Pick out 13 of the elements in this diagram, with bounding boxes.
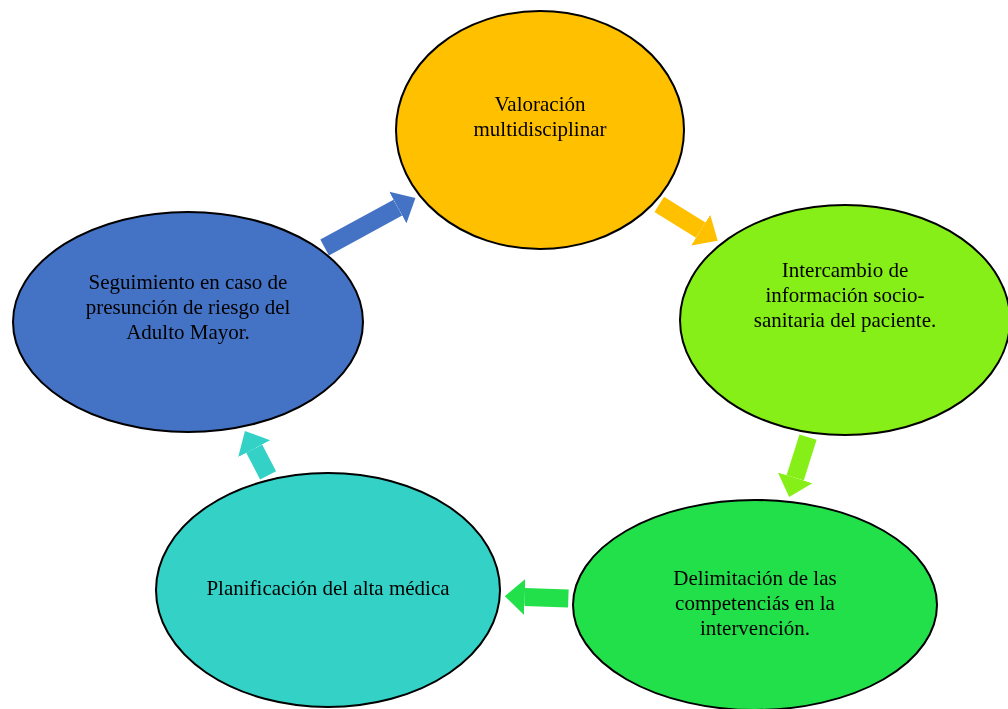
process-ellipse	[155, 472, 501, 708]
node-text: Planificación del alta médica	[205, 576, 451, 601]
process-ellipse	[395, 10, 685, 250]
block-arrow	[654, 196, 718, 246]
node-text: Valoración multidisciplinar	[472, 92, 608, 142]
block-arrow	[238, 430, 277, 480]
process-ellipse	[12, 211, 364, 433]
node-text: Intercambio de información socio-sanitaria del paciente.	[752, 258, 938, 333]
node-text: Delimitación de las competenciás en la intervención.	[672, 566, 838, 641]
block-arrow	[504, 578, 569, 615]
block-arrow	[320, 191, 416, 256]
block-arrow	[778, 434, 817, 497]
node-text: Seguimiento en caso de presunción de riesgo del Adulto Mayor.	[84, 270, 292, 345]
